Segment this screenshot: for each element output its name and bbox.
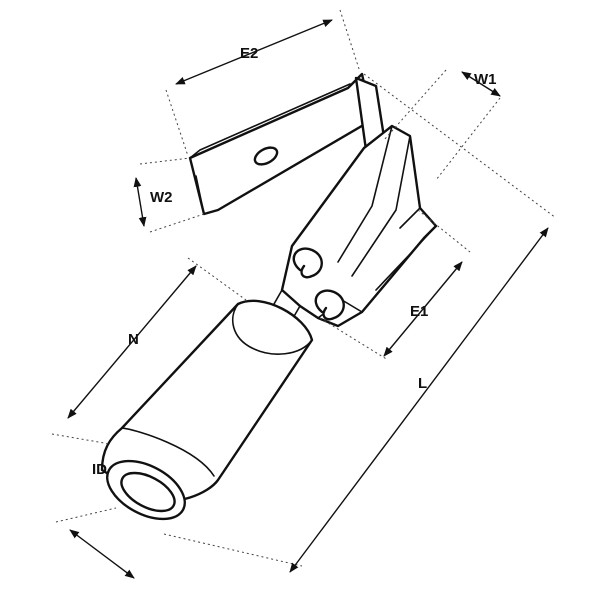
sleeve-opening-inner [120,471,176,513]
dimension-w1 [461,71,501,97]
label-l: L [418,375,427,392]
label-e2: E2 [240,45,258,62]
dimension-l [289,227,549,573]
dimension-id [69,529,135,579]
label-id: ID [92,461,107,478]
label-w2: W2 [150,189,173,206]
dimension-e2 [175,19,333,85]
terminal-connector-drawing [100,72,438,521]
dimension-labels: E2 W1 W2 E1 N L ID [92,45,497,478]
dimension-n [67,265,197,419]
label-n: N [128,331,139,348]
label-w1: W1 [474,71,497,88]
label-e1: E1 [410,303,428,320]
extension-lines [51,9,557,567]
dimension-arrows [67,19,549,579]
dimension-w2 [133,177,147,227]
tab-hole [253,146,279,166]
